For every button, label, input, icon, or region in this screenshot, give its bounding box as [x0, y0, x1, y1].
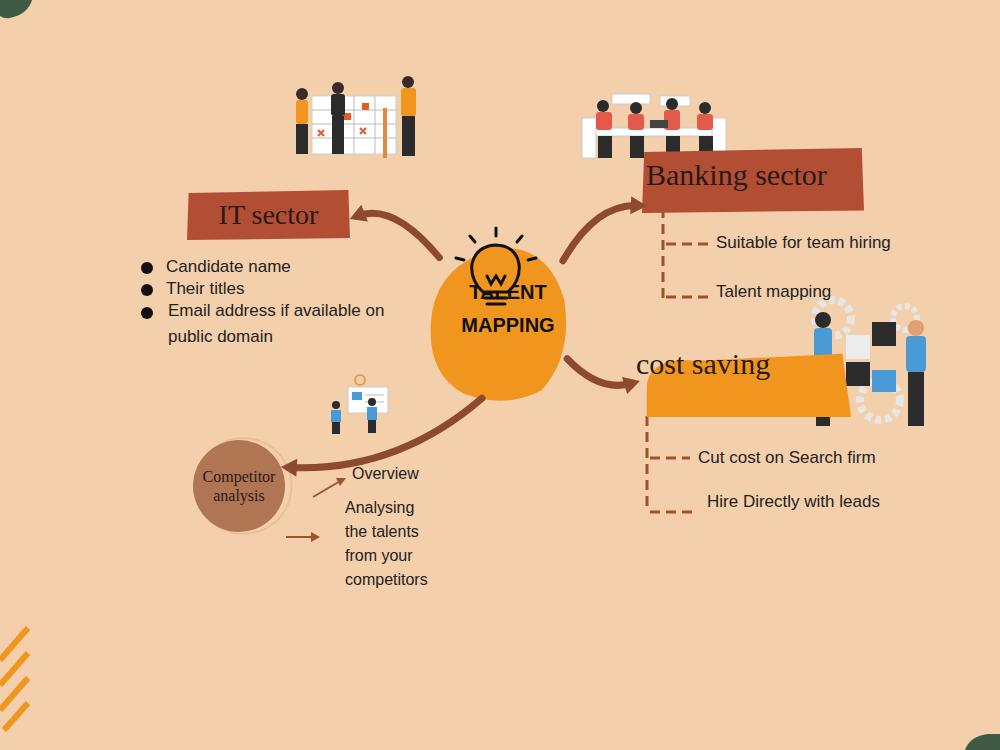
arrowhead-end	[281, 459, 297, 477]
curved-arrow	[567, 359, 640, 394]
note-text: Suitable for team hiring	[716, 232, 956, 254]
note-text: Their titles	[166, 278, 386, 300]
note-text: Analysing the talents from your competit…	[345, 496, 441, 592]
note-text: Talent mapping	[716, 281, 956, 303]
bullet-dots	[141, 262, 153, 319]
corner-stripes	[0, 628, 28, 730]
sector-banner: IT sector	[187, 190, 350, 240]
corner-leaf	[965, 734, 1000, 750]
analysis-circle: Competitor analysis	[193, 440, 285, 532]
circle-outline	[193, 440, 285, 532]
arrow-line	[289, 398, 482, 468]
curved-arrow	[563, 196, 647, 261]
note-text: Candidate name	[166, 256, 386, 278]
arrow-line	[567, 359, 632, 386]
circle-fill	[193, 440, 285, 532]
leader-arrowhead	[311, 478, 346, 542]
analysis-illustration	[331, 375, 388, 434]
note-text: Email address if available on public dom…	[168, 298, 408, 350]
node-text: Banking sector	[646, 158, 866, 192]
node-text: IT sector	[189, 199, 349, 231]
arrowhead-end	[630, 196, 646, 214]
central-blob: TALENT MAPPING	[428, 245, 570, 403]
note-text: Overview	[352, 463, 472, 485]
arrowhead-end	[350, 205, 368, 222]
arrow-line	[563, 206, 639, 261]
team-board-illustration	[296, 76, 416, 158]
node-text: TALENT MAPPING	[446, 276, 570, 342]
lightbulb-icon	[456, 228, 536, 304]
leader-arrow	[286, 480, 342, 537]
node-text: Competitor analysis	[194, 467, 284, 505]
arrow-line	[357, 213, 439, 257]
sector-banner: Banking sector	[642, 148, 864, 213]
arrowhead-end	[622, 377, 640, 394]
banner-fill	[187, 190, 350, 240]
curved-arrow	[350, 205, 440, 258]
note-text: Cut cost on Search firm	[698, 447, 938, 469]
cost-shape: cost saving	[636, 345, 851, 417]
curved-arrow	[281, 398, 482, 477]
note-text: Hire Directly with leads	[707, 491, 947, 513]
dashed-bracket	[647, 416, 698, 512]
node-text: cost saving	[636, 347, 850, 381]
corner-leaf	[0, 0, 32, 18]
meeting-illustration	[582, 94, 726, 158]
